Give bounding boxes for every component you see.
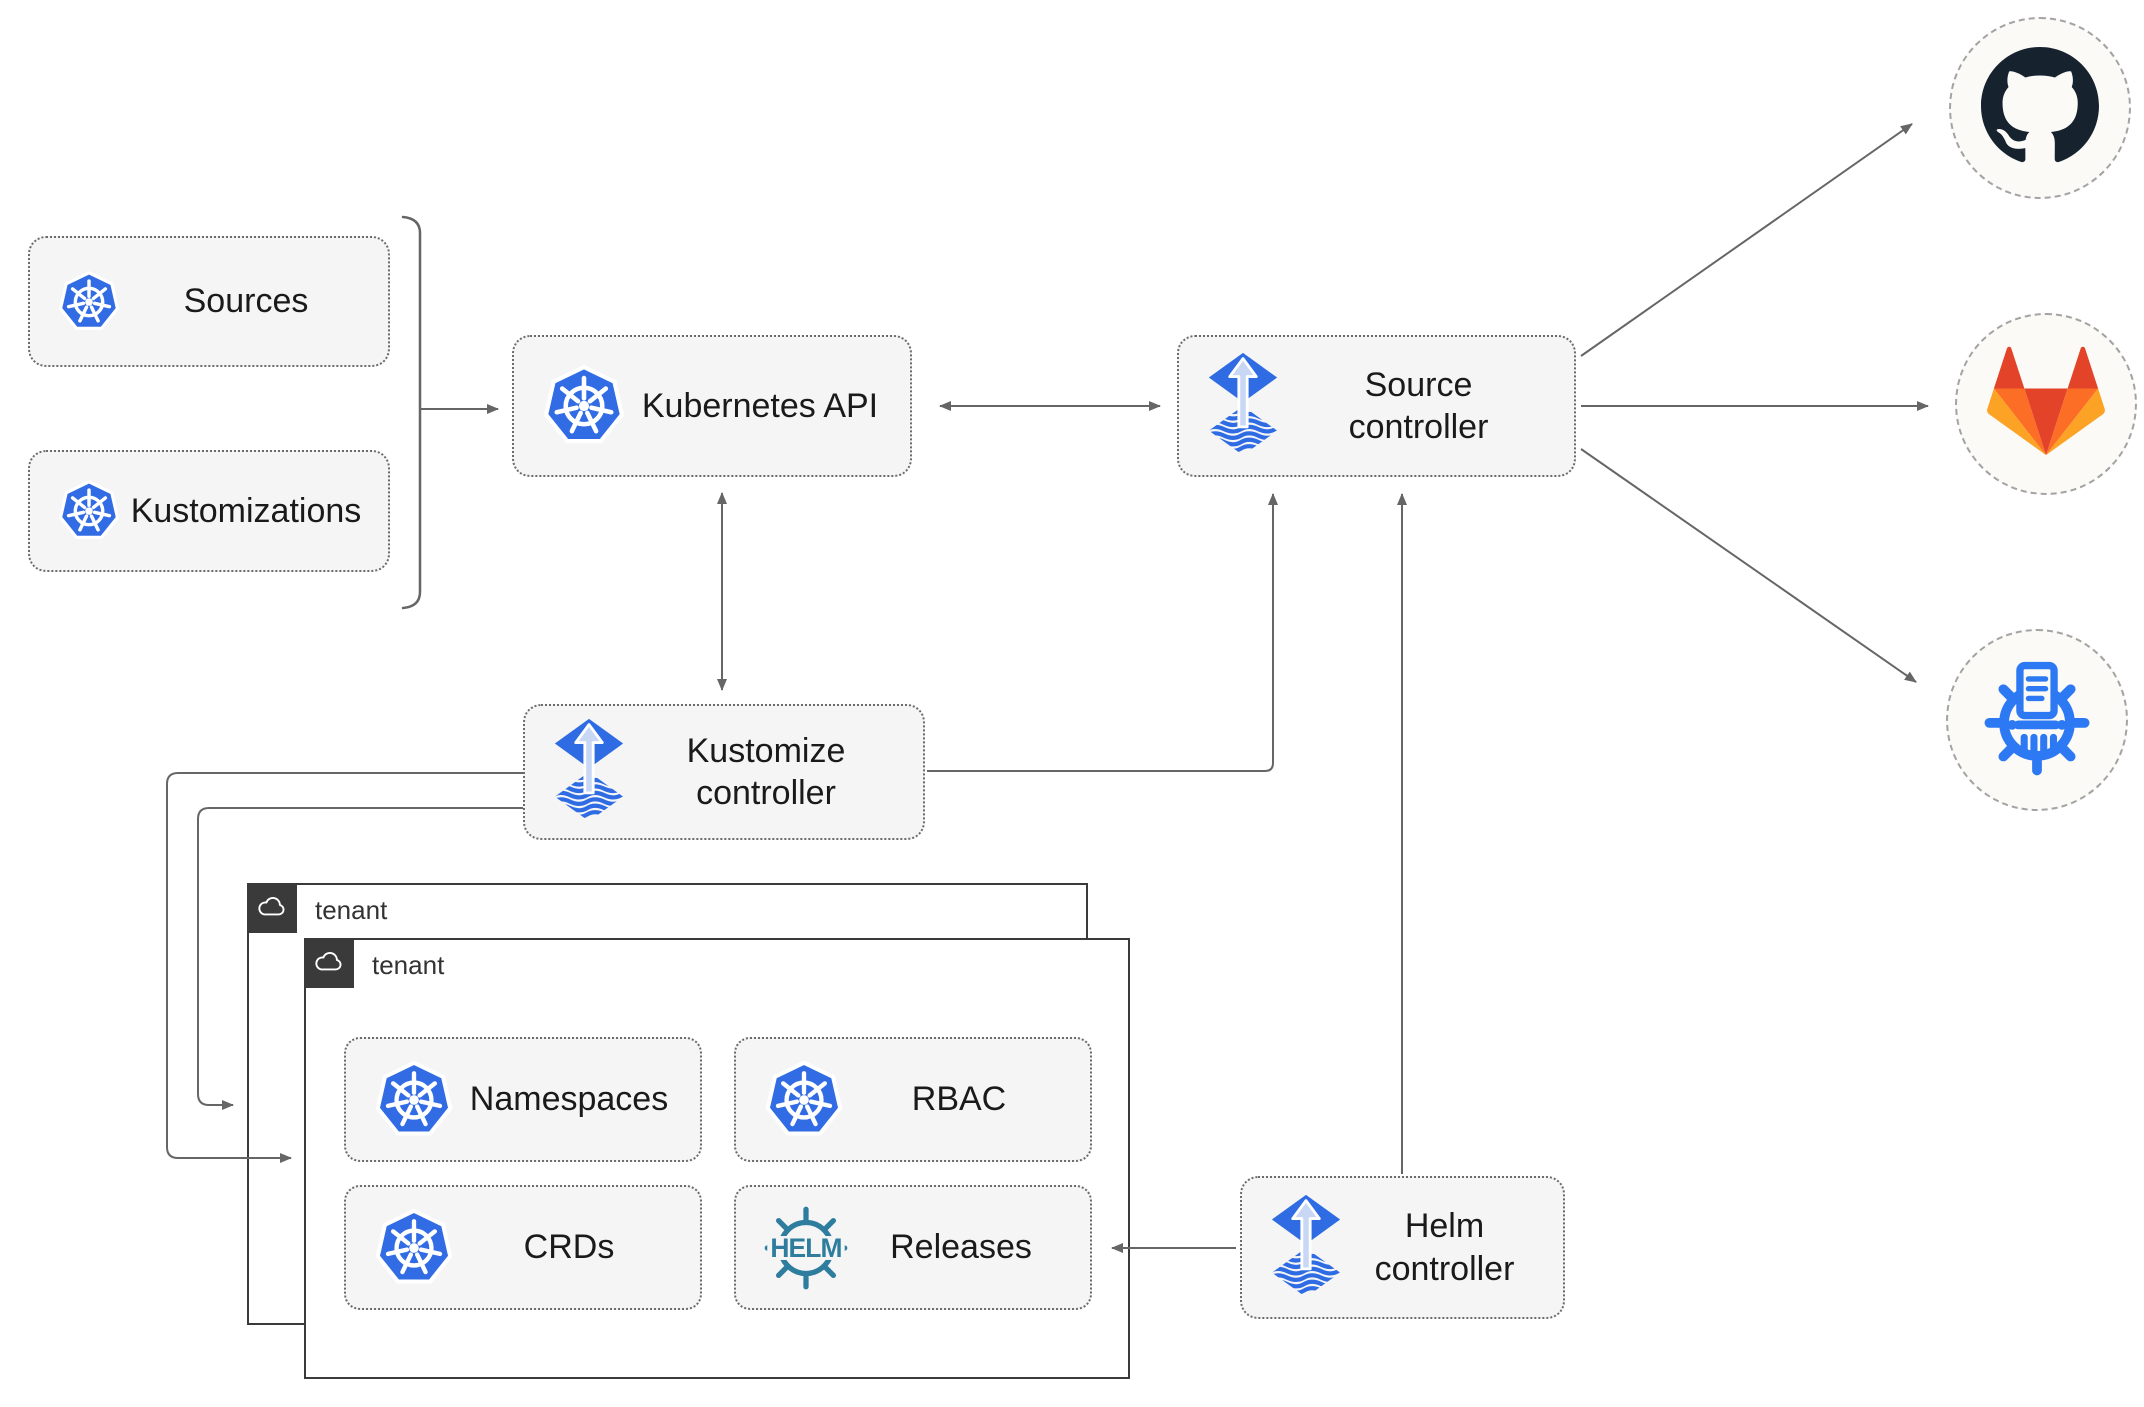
node-rbac-label: RBAC (911, 1080, 1007, 1119)
node-crds-label: CRDs (523, 1228, 615, 1267)
node-rbac: RBAC (734, 1037, 1092, 1162)
tenant-container-front: tenant Namespaces RBAC CRDs (304, 938, 1130, 1379)
kubernetes-wheel-icon (540, 362, 628, 450)
bracket-sources-group (401, 215, 422, 610)
endpoint-bucket (1946, 629, 2128, 811)
node-releases-label: Releases (890, 1228, 1032, 1267)
node-kubernetes-api: Kubernetes API (512, 335, 912, 477)
connector-source-to-github (1580, 123, 1913, 357)
flux-icon (1205, 351, 1281, 461)
tenant-back-label: tenant (315, 895, 388, 925)
node-crds: CRDs (344, 1185, 702, 1310)
kubernetes-wheel-icon (372, 1058, 456, 1142)
node-helm-controller-label: Helm controller (1374, 1207, 1515, 1288)
helm-wheel-icon: HELM (762, 1204, 850, 1292)
endpoint-github (1949, 17, 2131, 199)
node-kustomize-controller-label: Kustomize controller (686, 731, 846, 813)
node-sources-label: Sources (183, 282, 309, 321)
cloud-icon (256, 894, 288, 923)
tenant-front-label: tenant (372, 950, 445, 980)
connector-source-to-bucket (1580, 448, 1917, 683)
cloud-icon (313, 949, 345, 978)
endpoint-gitlab (1955, 313, 2137, 495)
kubernetes-wheel-icon (56, 269, 122, 335)
kubernetes-wheel-icon (56, 478, 122, 544)
connector-kustomize-to-source-controller (927, 493, 1278, 772)
tenant-back-header (247, 883, 297, 933)
kubernetes-wheel-icon (762, 1058, 846, 1142)
node-source-controller-label: Source controller (1348, 365, 1489, 447)
node-source-controller: Source controller (1177, 335, 1576, 477)
node-helm-controller: Helm controller (1240, 1176, 1565, 1319)
tenant-front-header (304, 938, 354, 988)
github-icon (1981, 46, 2099, 170)
node-namespaces: Namespaces (344, 1037, 702, 1162)
bucket-storage-icon (1976, 657, 2098, 784)
node-kustomize-controller: Kustomize controller (523, 704, 925, 840)
gitlab-icon (1987, 343, 2105, 466)
node-namespaces-label: Namespaces (469, 1080, 669, 1119)
node-kustomizations-label: Kustomizations (130, 491, 362, 530)
node-sources: Sources (28, 236, 390, 367)
helm-logo-text: HELM (770, 1232, 841, 1262)
flux-icon (551, 717, 627, 827)
kubernetes-wheel-icon (372, 1206, 456, 1290)
node-kubernetes-api-label: Kubernetes API (641, 386, 879, 425)
node-kustomizations: Kustomizations (28, 450, 390, 572)
flux-icon (1268, 1193, 1344, 1303)
node-releases: HELM Releases (734, 1185, 1092, 1310)
